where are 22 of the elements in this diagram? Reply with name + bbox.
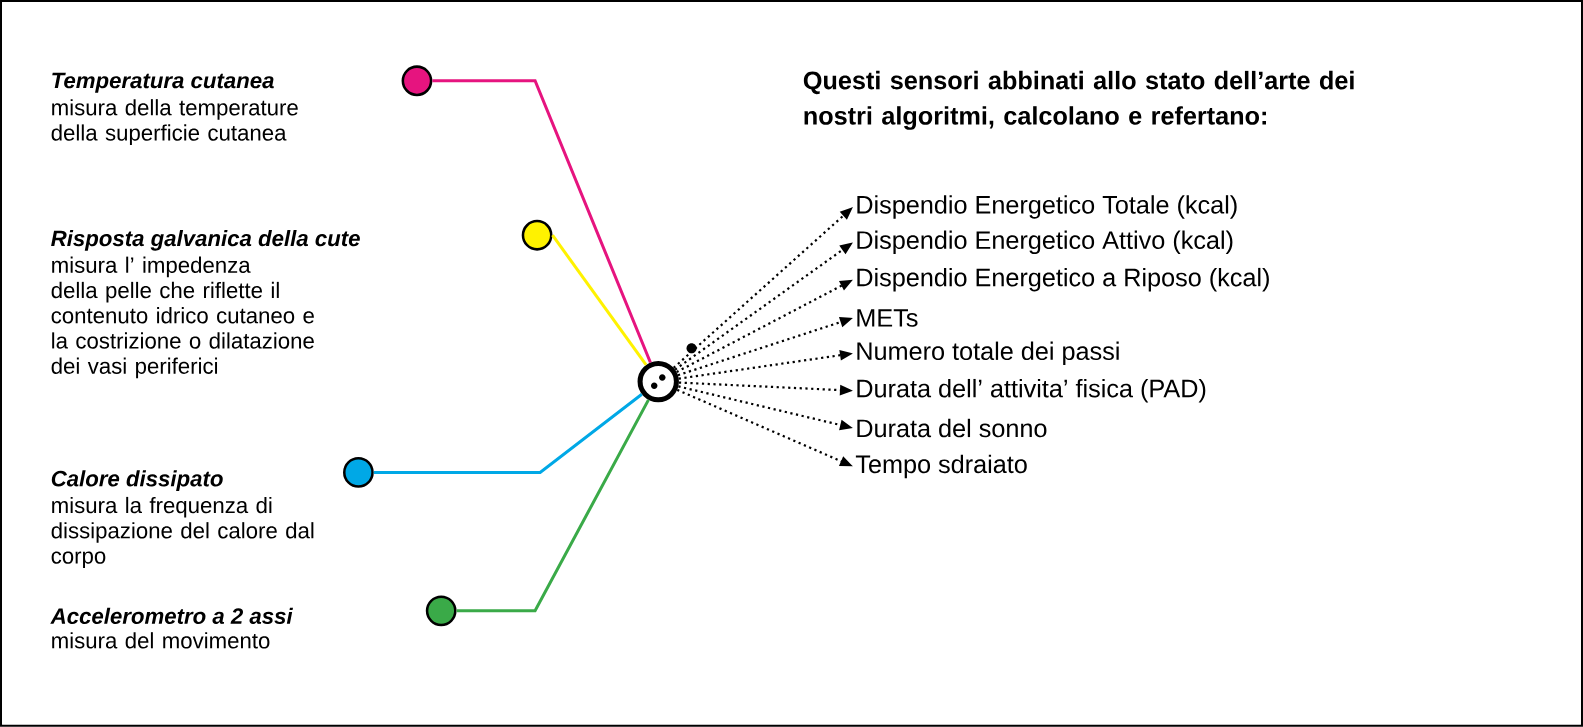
result-text: METs: [857, 309, 918, 327]
result-text: Dispendio Energetico Attivo (kcal): [857, 230, 1233, 255]
result-text: Durata dell’ attivita’ fisica (PAD): [857, 379, 1206, 403]
sensor-description: misura l’ impedenza della pelle che riflette il contenuto idrico cutaneo e la costrizione o dilatazione dei vasi periferici: [51, 256, 314, 379]
sensor-description: misura la frequenza di dissipazione del calore dal corpo: [51, 496, 314, 569]
sensor-name: Calore dissipato: [51, 470, 223, 491]
result-text: Tempo sdraiato: [855, 454, 1027, 479]
connector-line: [373, 393, 643, 475]
result-text: Dispendio Energetico a Riposo (kcal): [857, 267, 1269, 292]
connector-line: [551, 234, 648, 366]
sensor-description: misura del movimento: [52, 632, 270, 649]
hub-circle: [637, 361, 679, 403]
sensor-description: misura della temperature della superficie cutanea: [51, 99, 298, 146]
heading: Questi sensori abbinati allo stato dell’arte dei nostri algoritmi, calcolano e refertano:: [803, 70, 1354, 130]
connector-line: [456, 399, 650, 613]
sensor-name: Temperatura cutanea: [52, 72, 274, 93]
result-text: Durata del sonno: [857, 418, 1047, 438]
result-text: Numero totale dei passi: [857, 341, 1119, 366]
result-text: Dispendio Energetico Totale (kcal): [857, 195, 1237, 219]
sensor-name: Risposta galvanica della cute: [51, 230, 360, 251]
connector-line: [432, 79, 652, 364]
sensor-name: Accelerometro a 2 assi: [50, 607, 293, 625]
